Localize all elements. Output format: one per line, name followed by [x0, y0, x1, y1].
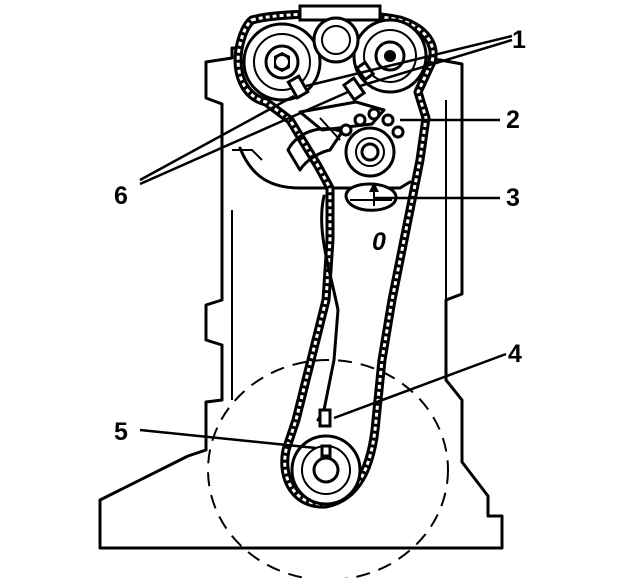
block-mark-label: 0: [372, 228, 386, 256]
crankshaft-timing-marks: [318, 408, 332, 458]
intermediate-gear: [344, 182, 398, 212]
crankshaft-sprocket: [290, 434, 362, 506]
callout-1: 1: [512, 26, 526, 54]
engine-block-outline: [98, 46, 504, 550]
callout-2: 2: [506, 106, 520, 134]
center-cam-gear: [312, 16, 360, 64]
callout-6: 6: [114, 182, 128, 210]
cylinder-head-cover: [232, 146, 412, 190]
sprocket-holes: [339, 107, 405, 139]
crankshaft-outline: [207, 359, 449, 578]
callout-5: 5: [114, 418, 128, 446]
idler-sprocket: [344, 126, 396, 178]
callout-4: 4: [508, 340, 522, 368]
callout-3: 3: [506, 184, 520, 212]
leader-lines: [139, 34, 513, 450]
chain-guide-lower: [316, 194, 340, 422]
chain-tensioner: [369, 182, 379, 206]
intake-camshaft-sprocket: [242, 22, 322, 102]
